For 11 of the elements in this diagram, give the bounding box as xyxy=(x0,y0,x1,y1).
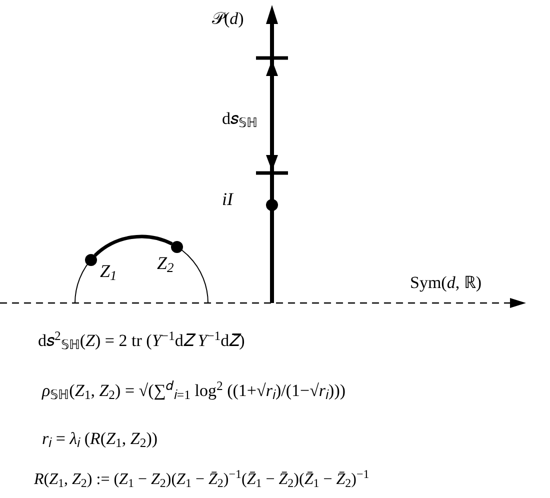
formula: d𝑠$^{2}$$_{𝕊ℍ}$(Z) = 2 tr (Y$^{−1}$d𝑍 Y$^{−1}$d𝑍̄) xyxy=(38,330,245,352)
axis-label: Sym(d, ℝ) xyxy=(410,272,482,294)
point-label: Z$_{2}$ xyxy=(157,254,174,272)
geodesic-arc xyxy=(94,234,173,257)
point-label: iI xyxy=(222,190,233,208)
point-label: Z$_{1}$ xyxy=(100,262,117,280)
axis-label: d𝑠$_{𝕊ℍ}$ xyxy=(222,108,258,130)
formula: r$_{𝑖}$ = λ$_{𝑖}$ (R(Z$_{1}$, Z$_{2}$)) xyxy=(42,428,158,450)
formula: R(Z$_{1}$, Z$_{2}$) := (Z$_{1}$ − Z$_{2}$)(Z$_{1}$ − Z̄$_{2}$)$^{−1}$(Z̄$_{1}$ − Z̄$_{2}$)(Z̄$_{1}$ − Z̄$_{2}$)$^{−1}$ xyxy=(34,470,370,490)
formula: ρ$_{𝕊ℍ}$(Z$_{1}$, Z$_{2}$) = √(∑$^{𝑑}$$_{𝑖=1}$ log$^{2}$ ((1+√r$_{𝑖}$)/(1−√r$_{𝑖}$))) xyxy=(42,380,346,402)
axis-label: 𝒫(d) xyxy=(212,8,244,30)
